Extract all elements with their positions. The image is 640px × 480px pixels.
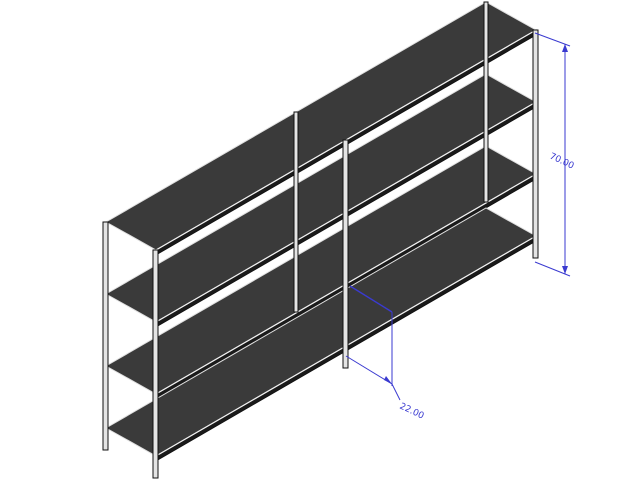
back-post — [293, 111, 299, 313]
depth-dimension-label: 22.00 — [398, 402, 426, 422]
front-post — [342, 139, 349, 369]
posts-group — [102, 1, 539, 479]
depth-arrow — [384, 376, 392, 384]
height-dimension-label: 70.00 — [548, 152, 576, 172]
depth-extension-back — [349, 285, 393, 313]
height-dimension: 70.00 — [534, 32, 576, 277]
front-post — [532, 29, 539, 259]
height-arrow-bottom — [562, 266, 568, 274]
front-post — [102, 221, 109, 451]
shelves-group — [104, 1, 538, 462]
height-extension-top — [534, 32, 571, 47]
depth-leader — [391, 383, 401, 401]
back-post — [483, 1, 489, 203]
front-post — [152, 249, 159, 479]
height-extension-bottom — [534, 261, 571, 277]
height-arrow-top — [562, 44, 568, 52]
